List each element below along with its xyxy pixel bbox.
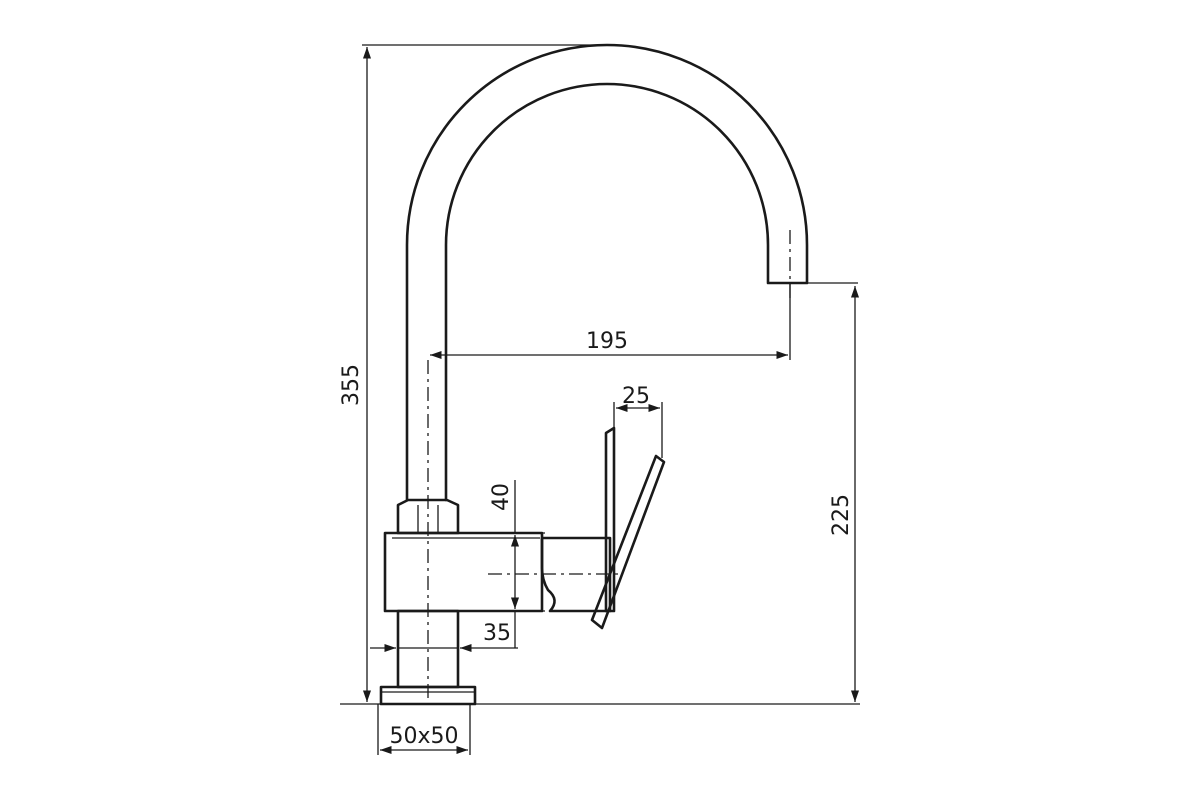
dim-label-225: 225 [829, 494, 854, 536]
mixer-body [383, 531, 544, 613]
dim-outlet-height: 225 [829, 286, 860, 702]
lever-back-plate [604, 426, 616, 613]
dim-base-size: 50x50 [377, 704, 471, 755]
dim-label-50x50: 50x50 [389, 724, 458, 749]
dim-label-40: 40 [489, 483, 514, 511]
dim-label-35: 35 [483, 621, 511, 646]
dim-total-height: 355 [339, 44, 600, 702]
dim-label-355: 355 [339, 364, 364, 406]
lever-handle [590, 454, 666, 630]
dim-label-195: 195 [586, 329, 628, 354]
dim-label-25: 25 [622, 384, 650, 409]
dim-spout-reach: 195 [430, 283, 791, 360]
dim-lever-width: 25 [613, 384, 663, 458]
dim-stem-width: 35 [370, 611, 518, 653]
dim-body-height: 40 [489, 480, 545, 612]
faucet-outline [340, 43, 860, 706]
spout-outer [405, 43, 809, 502]
